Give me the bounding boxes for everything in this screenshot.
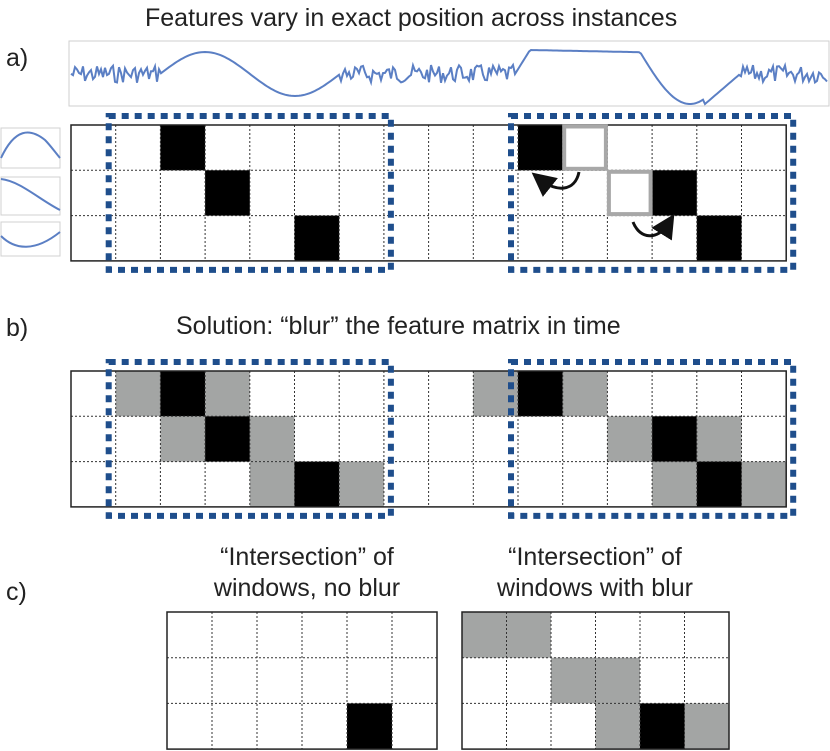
panel-a-label: a): [6, 44, 29, 72]
signal-line: [70, 48, 828, 106]
panel-c-left-cell-black: [347, 703, 392, 750]
panel-c-right-cell-gray: [551, 657, 596, 704]
panel-c-right-cell-gray: [462, 612, 507, 658]
panel-c-right-cell-gray: [506, 612, 551, 658]
panel-b-window: [508, 359, 797, 519]
panel-c-left-matrix: [166, 611, 438, 750]
panel-b-cell-gray: [696, 416, 742, 462]
panel-c-right-cell-black: [640, 703, 685, 750]
panel-b-cell-black: [294, 461, 340, 507]
panel-b-title: Solution: “blur” the feature matrix in t…: [176, 312, 621, 340]
panel-b-cell-gray: [741, 461, 787, 507]
sine-wave-icon: [0, 127, 61, 169]
panel-b-cell-gray: [607, 416, 653, 462]
falling-wave-icon: [0, 176, 61, 216]
panel-b-cell-black: [652, 416, 697, 462]
panel-b-cell-gray: [652, 461, 697, 507]
panel-b-cell-black: [160, 371, 206, 417]
panel-c-left-caption: “Intersection” of windows, no blur: [213, 543, 401, 602]
panel-a-ghost-cell: [562, 124, 608, 171]
panel-a-ghost-cell: [606, 169, 653, 217]
panel-a-cell-black: [294, 215, 340, 261]
panel-c-right-cell-gray: [595, 703, 640, 750]
trough-wave-icon: [0, 221, 61, 257]
panel-a-window: [105, 113, 394, 273]
panel-c-right-border: [461, 611, 730, 750]
panel-b-cell-gray: [205, 371, 250, 417]
shift-arrows: [531, 171, 675, 241]
panel-c-right-cell-gray: [684, 703, 729, 750]
panel-c-label: c): [6, 578, 27, 606]
panel-a-window: [508, 113, 797, 273]
panel-a-feature-matrix: [70, 113, 797, 273]
panel-b-cell-gray: [249, 461, 295, 507]
panel-b-cell-gray: [562, 371, 608, 417]
panel-b-border: [70, 370, 787, 508]
shift-left-arrow: [531, 171, 581, 197]
panel-b-cell-black: [696, 461, 742, 507]
panel-a-cell-black: [205, 170, 250, 216]
panel-b-cell-gray: [115, 371, 161, 417]
panel-c-left-border: [166, 611, 438, 750]
signal-trace: [68, 40, 830, 107]
panel-c-right-caption: “Intersection” of windows with blur: [497, 543, 693, 602]
panel-b-cell-gray: [249, 416, 295, 462]
panel-a-cell-black: [696, 215, 742, 261]
panel-b-window: [105, 359, 394, 519]
panel-b-feature-matrix: [70, 359, 797, 519]
panel-b-cell-gray: [339, 461, 384, 507]
panel-a-cell-black: [518, 125, 563, 171]
panel-c-right-cell-gray: [595, 657, 640, 704]
panel-a-cell-black: [652, 170, 697, 216]
shift-right-arrow: [631, 213, 675, 241]
panel-b-cell-gray: [160, 416, 206, 462]
panel-a-title: Features vary in exact position across i…: [145, 4, 678, 32]
panel-c-right-matrix: [461, 611, 730, 750]
panel-a-border: [70, 124, 787, 262]
panel-a-cell-black: [160, 125, 206, 171]
basis-icons: [0, 127, 61, 257]
panel-b-cell-black: [205, 416, 250, 462]
panel-b-label: b): [6, 314, 29, 342]
panel-b-cell-black: [518, 371, 563, 417]
